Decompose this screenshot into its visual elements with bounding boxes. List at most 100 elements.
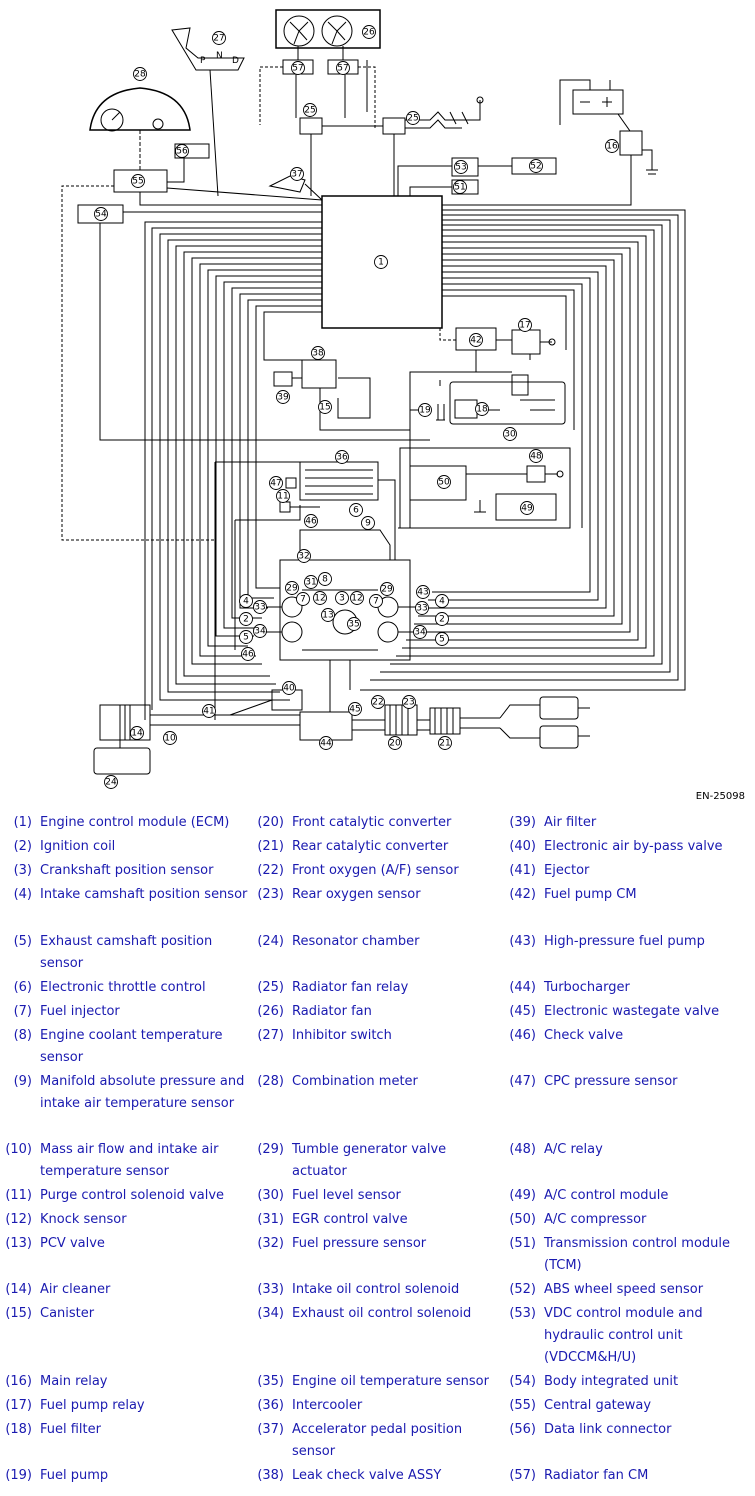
legend-row: (14)Air cleaner(33)Intake oil control so… [0, 1279, 755, 1303]
callout-circle [413, 625, 427, 639]
legend-row: (12)Knock sensor(31)EGR control valve(50… [0, 1209, 755, 1233]
legend-text: Body integrated unit [544, 1374, 679, 1389]
radiator-fan-relay-1 [299, 117, 323, 135]
callout-circle [130, 726, 144, 740]
ac-system-frame [399, 447, 571, 529]
throttle-manifold [299, 529, 391, 561]
legend-number: (13) [5, 1236, 32, 1251]
callout-circle [453, 180, 467, 194]
legend-number: (15) [5, 1306, 32, 1321]
callout-number: 6 [353, 506, 359, 516]
legend-item: (38)Leak check valve ASSY [252, 1465, 504, 1489]
callout-number: 22 [372, 698, 383, 708]
callout-number: 34 [414, 628, 426, 638]
callout-circle [402, 695, 416, 709]
callout-number: 32 [298, 552, 309, 562]
legend-text: Fuel pump [40, 1468, 109, 1483]
legend-item: (41)Ejector [504, 860, 755, 884]
callout-circle [313, 591, 327, 605]
fuel-pump-body [454, 399, 478, 419]
legend-item: (33)Intake oil control solenoid [252, 1279, 504, 1303]
legend-text: Data link connector [544, 1422, 672, 1437]
radiator-fan-unit [275, 9, 381, 49]
figure-code: EN-25098 [695, 791, 745, 802]
legend-item: (11)Purge control solenoid valve [0, 1185, 252, 1209]
legend-number: (6) [13, 980, 32, 995]
legend-text: Manifold absolute pressure and intake ai… [40, 1074, 245, 1111]
legend-number: (57) [509, 1468, 536, 1483]
callout-number: 24 [105, 778, 117, 788]
callout-number: 9 [365, 519, 371, 529]
legend-text: Intake camshaft position sensor [40, 887, 248, 902]
legend-number: (26) [257, 1004, 284, 1019]
legend-item: (12)Knock sensor [0, 1209, 252, 1233]
fuel-pump-relay-box [511, 329, 541, 355]
legend-item: (55)Central gateway [504, 1395, 755, 1419]
callout-number: 7 [373, 597, 379, 607]
callout-circle [335, 450, 349, 464]
callout-circle [133, 67, 147, 81]
callout-circle [253, 600, 267, 614]
callout-circle [336, 61, 350, 75]
legend-number: (51) [509, 1236, 536, 1251]
callout-circle [202, 704, 216, 718]
legend-item: (56)Data link connector [504, 1419, 755, 1465]
legend-row: (19)Fuel pump(38)Leak check valve ASSY(5… [0, 1465, 755, 1489]
legend-number: (47) [509, 1074, 536, 1089]
callout-number: 42 [470, 336, 481, 346]
callout-number: 35 [348, 620, 359, 630]
legend-table: (1)Engine control module (ECM)(20)Front … [0, 812, 755, 1489]
legend-row: (17)Fuel pump relay(36)Intercooler(55)Ce… [0, 1395, 755, 1419]
legend-item: (44)Turbocharger [504, 977, 755, 1001]
legend-text: Accelerator pedal position sensor [292, 1422, 463, 1459]
callout-circle [416, 585, 430, 599]
callout-circle [290, 167, 304, 181]
callout-circle [437, 475, 451, 489]
callout-circle [321, 608, 335, 622]
legend-number: (53) [509, 1306, 536, 1321]
legend-text: Exhaust oil control solenoid [292, 1306, 472, 1321]
callout-number: 46 [305, 517, 317, 527]
legend-text: Ejector [544, 863, 590, 878]
legend-number: (10) [5, 1142, 32, 1157]
callout-number: 12 [351, 594, 362, 604]
callout-number: 30 [504, 430, 516, 440]
legend-item: (45)Electronic wastegate valve [504, 1001, 755, 1025]
legend-item: (27)Inhibitor switch [252, 1025, 504, 1071]
callout-number: 46 [242, 650, 254, 660]
shift-letter-d: D [232, 56, 239, 66]
legend-item: (47)CPC pressure sensor [504, 1071, 755, 1139]
legend-text: Purge control solenoid valve [40, 1188, 225, 1203]
legend-text: Electronic air by-pass valve [544, 839, 723, 854]
callout-circle [438, 736, 452, 750]
legend-item: (50)A/C compressor [504, 1209, 755, 1233]
legend-number: (8) [13, 1028, 32, 1043]
callout-circle [348, 702, 362, 716]
legend-text: Leak check valve ASSY [292, 1468, 442, 1483]
legend-item: (20)Front catalytic converter [252, 812, 504, 836]
callout-circle [335, 591, 349, 605]
callout-circle [319, 736, 333, 750]
callout-number: 57 [292, 64, 303, 74]
ac-compressor-box [409, 465, 467, 501]
callout-circle [435, 594, 449, 608]
rear-catalytic-box [429, 707, 461, 735]
legend-item: (39)Air filter [504, 812, 755, 836]
legend-item: (30)Fuel level sensor [252, 1185, 504, 1209]
legend-text: VDC control module and hydraulic control… [544, 1306, 703, 1365]
legend-item: (28)Combination meter [252, 1071, 504, 1139]
legend-number: (24) [257, 934, 284, 949]
callout-circle [388, 736, 402, 750]
legend-item: (25)Radiator fan relay [252, 977, 504, 1001]
data-link-connector-box [174, 143, 210, 159]
legend-number: (22) [257, 863, 284, 878]
callout-number: 26 [363, 28, 375, 38]
legend-number: (14) [5, 1282, 32, 1297]
callout-circle [239, 612, 253, 626]
legend-text: Transmission control module (TCM) [544, 1236, 731, 1273]
legend-text: Crankshaft position sensor [40, 863, 214, 878]
callout-number: 51 [454, 183, 465, 193]
legend-row: (15)Canister(34)Exhaust oil control sole… [0, 1303, 755, 1371]
legend-item: (24)Resonator chamber [252, 931, 504, 977]
